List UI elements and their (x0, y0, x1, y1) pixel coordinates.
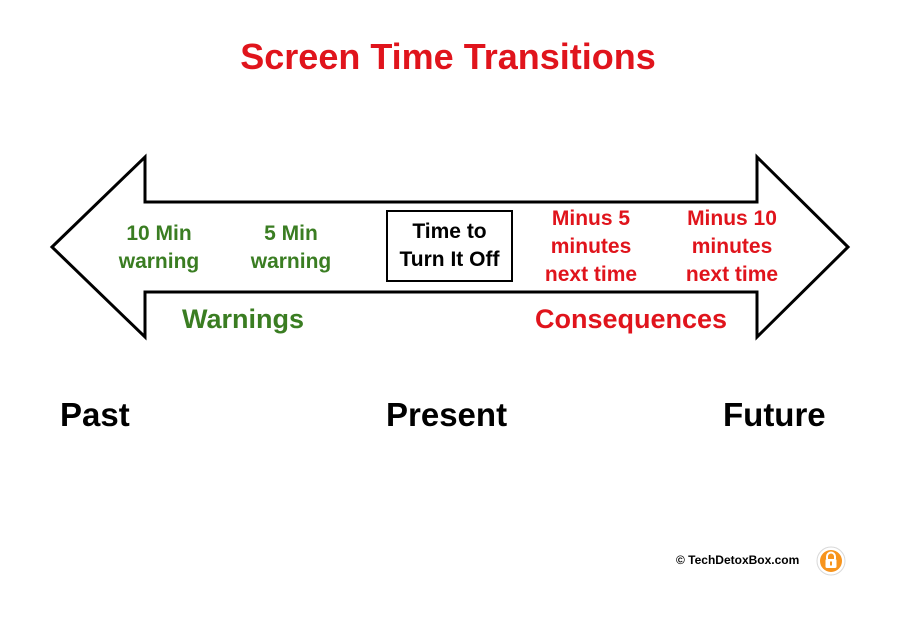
timeline-future-label: Future (723, 396, 826, 433)
lock-icon (816, 546, 846, 576)
double-arrow-shape (49, 153, 851, 341)
warning-10-min-label: 10 Min warning (118, 222, 200, 273)
warnings-group-label: Warnings (182, 304, 305, 334)
timeline-present-label: Present (386, 396, 508, 433)
consequence-minus-5-label: Minus 5 minutes next time (544, 207, 638, 286)
diagram-title: Screen Time Transitions (240, 36, 656, 77)
warning-5-min-label: 5 Min warning (250, 222, 332, 273)
copyright-text: © TechDetoxBox.com (676, 553, 800, 567)
consequence-minus-10-label: Minus 10 minutes next time (685, 207, 779, 286)
consequences-group-label: Consequences (535, 304, 728, 334)
present-box: Time to Turn It Off (386, 210, 513, 282)
timeline-past-label: Past (60, 396, 130, 433)
